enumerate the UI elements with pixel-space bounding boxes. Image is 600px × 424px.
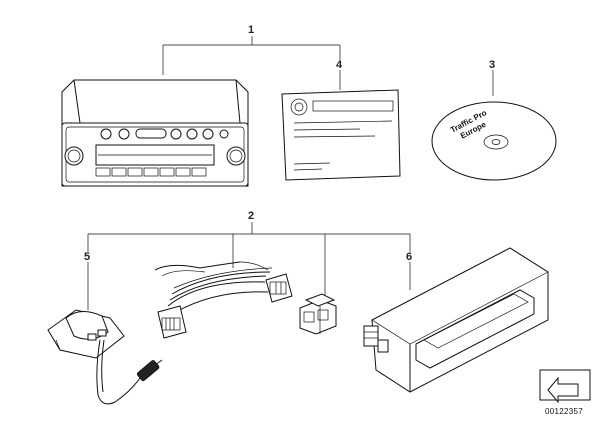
antenna-module-icon — [47, 309, 163, 405]
cd-disc-icon: Traffic Pro Europe — [431, 101, 557, 181]
callout-1: 1 — [248, 24, 254, 36]
wiring-harness-icon — [154, 261, 293, 339]
connector-block-icon — [299, 293, 337, 335]
leader-lines-group-2 — [87, 222, 411, 310]
callout-2: 2 — [248, 210, 254, 222]
arrow-corner-icon — [539, 369, 591, 404]
document-id: 00122357 — [545, 407, 583, 416]
mounting-bracket-icon — [363, 247, 549, 393]
leader-lines-group-1 — [162, 36, 494, 96]
manual-document-icon — [281, 89, 401, 181]
callout-3: 3 — [489, 59, 495, 71]
callout-5: 5 — [84, 251, 90, 263]
radio-unit-icon — [61, 79, 249, 187]
radio-preset-buttons — [95, 167, 207, 177]
callout-6: 6 — [406, 251, 412, 263]
callout-4: 4 — [336, 59, 343, 71]
